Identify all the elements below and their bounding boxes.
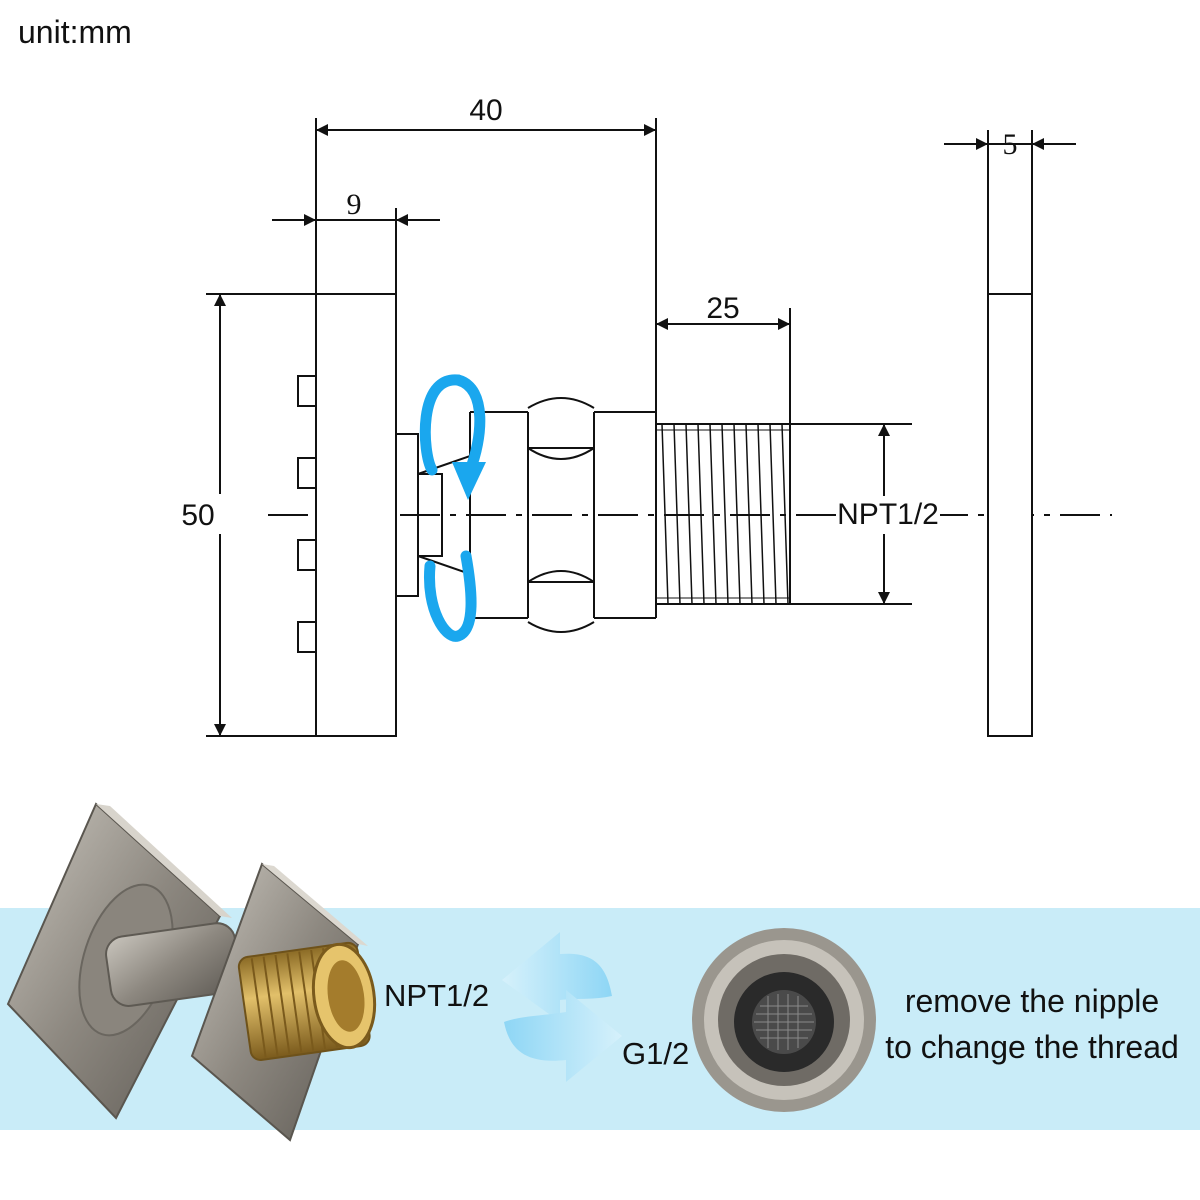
swap-arrows-icon	[502, 932, 622, 1082]
dim-thread-spec: NPT1/2	[837, 498, 939, 531]
unit-label: unit:mm	[18, 14, 132, 50]
note-line-2: to change the thread	[885, 1029, 1179, 1065]
dim-overall-depth: 40	[469, 94, 502, 127]
to-thread-label: G1/2	[622, 1036, 690, 1071]
from-thread-label: NPT1/2	[384, 978, 490, 1013]
filter-insert-photo	[692, 928, 876, 1112]
rotate-arrow-icon	[419, 374, 486, 642]
dim-cover-thickness: 5	[1003, 128, 1018, 161]
conversion-note: remove the nipple to change the thread	[862, 978, 1200, 1070]
dim-flange-height: 50	[181, 499, 214, 532]
dim-nipple-length: 25	[706, 292, 739, 325]
dim-flange-thickness: 9	[347, 188, 362, 221]
rotate-arrowhead-icon	[452, 462, 486, 500]
product-photo	[6, 802, 377, 1142]
dimension-lines	[206, 118, 1112, 737]
note-line-1: remove the nipple	[904, 983, 1160, 1019]
